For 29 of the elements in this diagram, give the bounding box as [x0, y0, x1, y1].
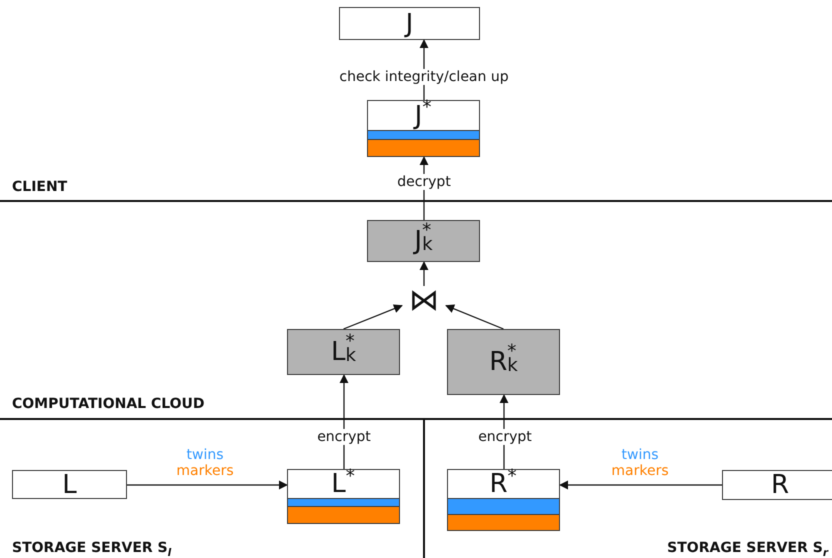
edge-label: check integrity/clean up: [337, 68, 511, 86]
arrow: [127, 480, 288, 490]
arrow: [445, 304, 504, 330]
zone-heading: STORAGE SERVER S$_{r}$: [667, 540, 828, 558]
table-box: [447, 329, 560, 395]
relation-name: ⋈: [408, 286, 440, 316]
edge-label: decrypt: [395, 174, 453, 190]
relation-box: [287, 469, 400, 524]
zone-heading: COMPUTATIONAL CLOUD: [12, 396, 205, 412]
arrow: [559, 480, 722, 490]
table-box: [287, 329, 400, 375]
relation-box: [339, 7, 480, 40]
relation-name: R: [770, 471, 790, 499]
relation-name: R$^{*}$: [488, 470, 518, 498]
relation-name: J: [403, 8, 414, 39]
relation-box: [447, 469, 560, 531]
relation-name: L$^{*}$: [330, 470, 356, 498]
edge-label: encrypt: [315, 428, 373, 446]
zone-heading: CLIENT: [12, 179, 68, 195]
table-box: [367, 220, 480, 262]
relation-name: J$^{*}$: [412, 101, 432, 130]
arrow: [420, 261, 428, 286]
edge-label: encrypt: [476, 428, 534, 446]
arrow: [343, 304, 403, 330]
relation-box: [367, 100, 480, 157]
relation-box: [722, 470, 832, 500]
relation-name: L: [61, 471, 78, 498]
zone-heading: STORAGE SERVER S$_{l}$: [12, 540, 172, 558]
relation-box: [12, 470, 127, 499]
